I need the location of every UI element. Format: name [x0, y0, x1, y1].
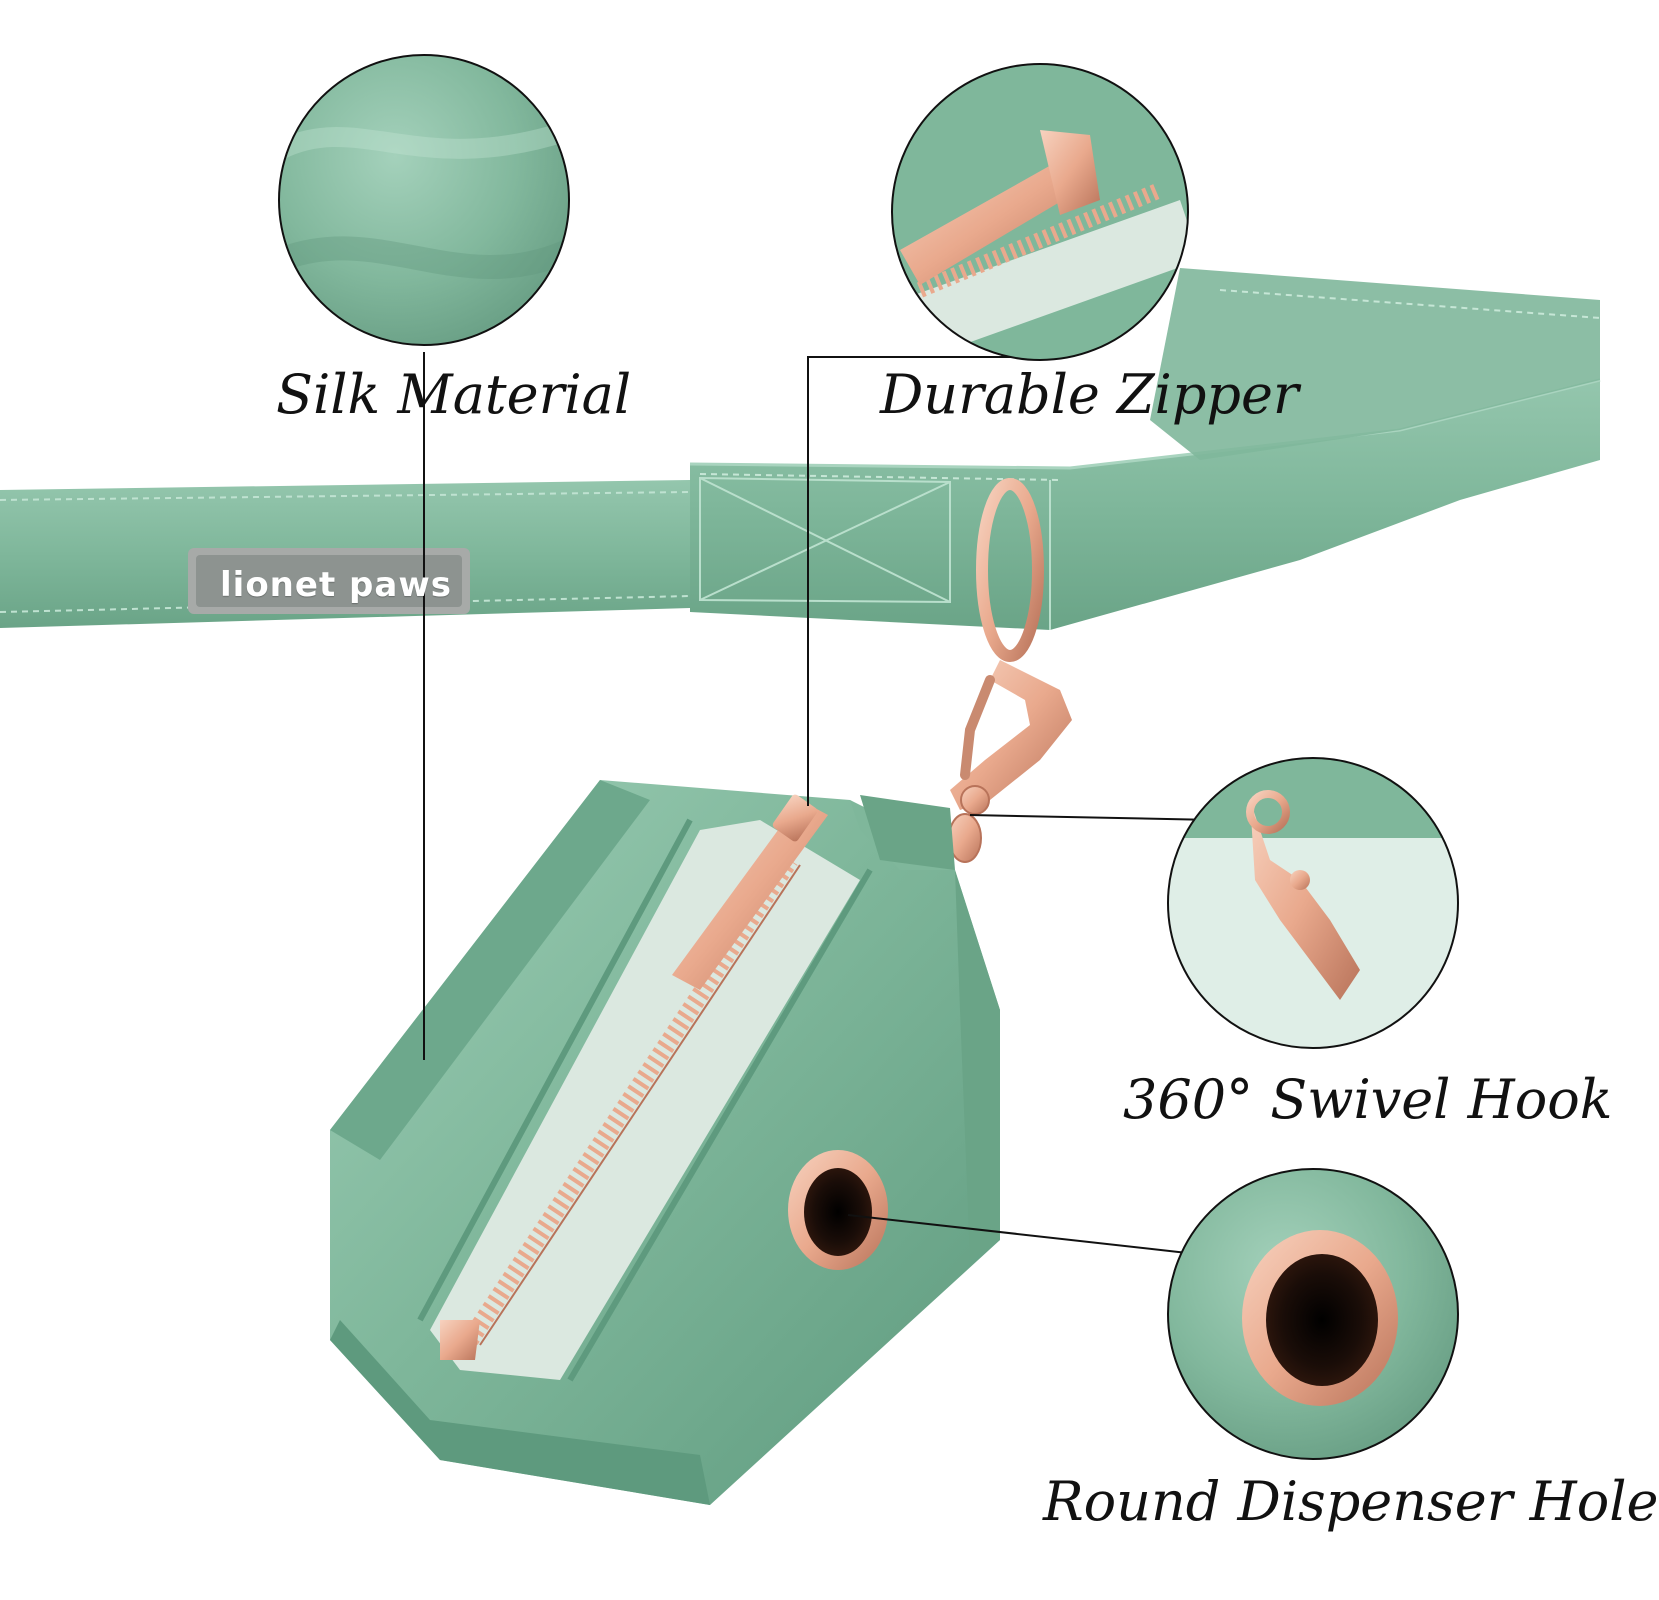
callout-lines	[423, 352, 1216, 1256]
hole-callout-line	[847, 1214, 1206, 1256]
poop-bag-pouch	[330, 780, 1000, 1505]
dispenser-hole-label: Round Dispenser Hole	[1043, 1470, 1659, 1533]
hole-detail-circle	[1167, 1168, 1459, 1460]
hook-detail-circle	[1167, 757, 1459, 1049]
durable-zipper-label: Durable Zipper	[880, 363, 1299, 426]
zipper-callout-line	[807, 356, 1060, 806]
brand-tag	[188, 548, 470, 614]
swivel-clip	[948, 660, 1072, 863]
brand-tag-text: lionet paws	[220, 565, 452, 605]
hook-callout-line	[969, 814, 1216, 821]
silk-material-label: Silk Material	[276, 363, 632, 426]
silk-detail-circle	[278, 54, 570, 346]
zipper-detail-circle	[891, 63, 1189, 361]
swivel-hook-label: 360° Swivel Hook	[1123, 1068, 1613, 1131]
d-ring	[976, 478, 1044, 662]
product-illustration	[0, 54, 1601, 1505]
